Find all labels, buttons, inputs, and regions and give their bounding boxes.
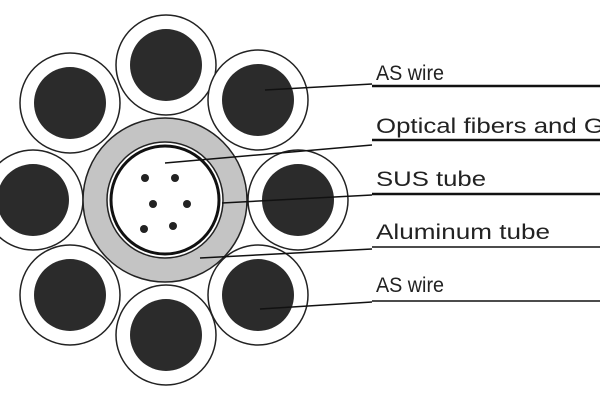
label-sus-tube: SUS tube: [376, 168, 486, 191]
label-as-wire-bottom: AS wire: [376, 274, 444, 297]
sus-tube: [109, 144, 221, 256]
fiber-dot: [183, 200, 191, 208]
fiber-dot: [149, 200, 157, 208]
as-wire: [115, 14, 217, 116]
fiber-dot: [141, 174, 149, 182]
leader-line: [259, 301, 373, 310]
as-wire-strands: [0, 14, 349, 386]
label-aluminum-tube: Aluminum tube: [376, 221, 550, 244]
wire-core: [130, 29, 202, 101]
as-wire: [207, 49, 309, 151]
wire-core: [34, 67, 106, 139]
leader-line: [221, 194, 373, 204]
wire-core: [262, 164, 334, 236]
fiber-dot: [171, 174, 179, 182]
as-wire: [19, 52, 121, 154]
as-wire: [247, 149, 349, 251]
leader-line: [164, 144, 373, 164]
leader-line: [199, 248, 373, 259]
as-wire: [207, 244, 309, 346]
fiber-dot: [140, 225, 148, 233]
leader-line: [264, 83, 373, 91]
optical-fibers: [140, 174, 191, 233]
leader-lines: [164, 83, 373, 310]
as-wire: [0, 149, 84, 251]
label-rules: [372, 84, 600, 302]
as-wire: [19, 244, 121, 346]
wire-core: [222, 259, 294, 331]
wire-core: [34, 259, 106, 331]
wire-core: [222, 64, 294, 136]
label-optical-fibers: Optical fibers and G: [376, 115, 600, 138]
label-as-wire-top: AS wire: [376, 62, 444, 85]
wire-core: [0, 164, 69, 236]
wire-core: [130, 299, 202, 371]
as-wire: [115, 284, 217, 386]
fiber-dot: [169, 222, 177, 230]
